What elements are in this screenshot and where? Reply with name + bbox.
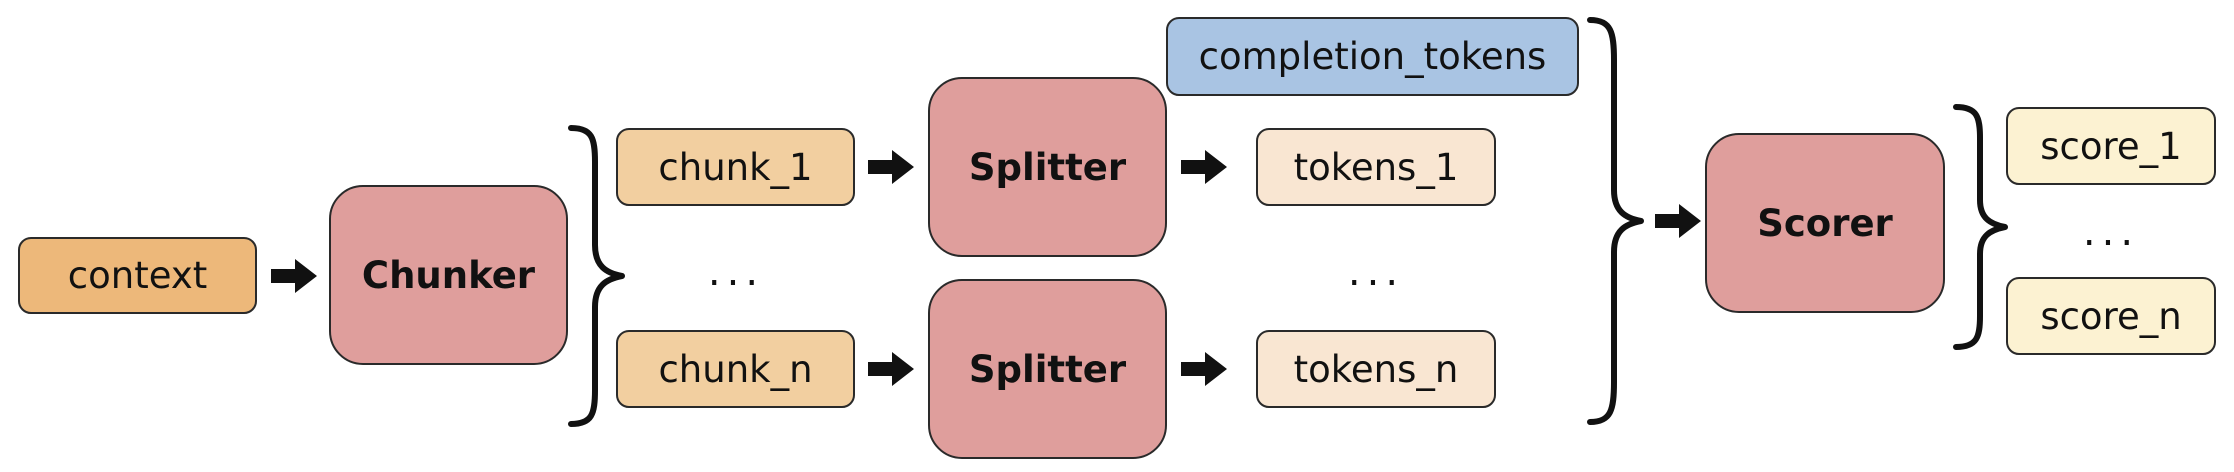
right-arrow-icon: [1655, 204, 1701, 238]
chunk-n-label: chunk_n: [658, 347, 813, 391]
chunk-1-label: chunk_1: [658, 145, 813, 189]
right-curly-brace: [1587, 17, 1644, 425]
right-arrow-icon: [1181, 150, 1227, 184]
completion-tokens-node: completion_tokens: [1166, 17, 1579, 96]
score-1-label: score_1: [2040, 124, 2182, 168]
completion-tokens-label: completion_tokens: [1198, 35, 1547, 78]
scorer-label: Scorer: [1757, 201, 1893, 245]
chunk-1-node: chunk_1: [616, 128, 855, 206]
chunker-label: Chunker: [361, 253, 536, 297]
context-label: context: [67, 254, 208, 297]
tokens-1-node: tokens_1: [1256, 128, 1496, 206]
chunk-n-node: chunk_n: [616, 330, 855, 408]
chunks-ellipsis: ...: [707, 249, 765, 295]
splitter-1-label: Splitter: [968, 145, 1127, 189]
right-arrow-icon: [868, 150, 914, 184]
right-arrow-icon: [868, 352, 914, 386]
tokens-n-label: tokens_n: [1293, 347, 1459, 391]
score-1-node: score_1: [2006, 107, 2216, 185]
scorer-node: Scorer: [1705, 133, 1945, 313]
splitter-2-label: Splitter: [968, 347, 1127, 391]
tokens-1-label: tokens_1: [1293, 145, 1459, 189]
scores-ellipsis: ...: [2082, 209, 2140, 255]
splitter-2-node: Splitter: [928, 279, 1167, 459]
splitter-1-node: Splitter: [928, 77, 1167, 257]
chunker-node: Chunker: [329, 185, 568, 365]
right-curly-brace: [1953, 104, 2008, 350]
score-n-node: score_n: [2006, 277, 2216, 355]
right-curly-brace: [568, 125, 625, 427]
tokens-n-node: tokens_n: [1256, 330, 1496, 408]
right-arrow-icon: [1181, 352, 1227, 386]
tokens-ellipsis: ...: [1347, 249, 1405, 295]
right-arrow-icon: [271, 259, 317, 293]
context-node: context: [18, 237, 257, 314]
score-n-label: score_n: [2040, 294, 2182, 338]
